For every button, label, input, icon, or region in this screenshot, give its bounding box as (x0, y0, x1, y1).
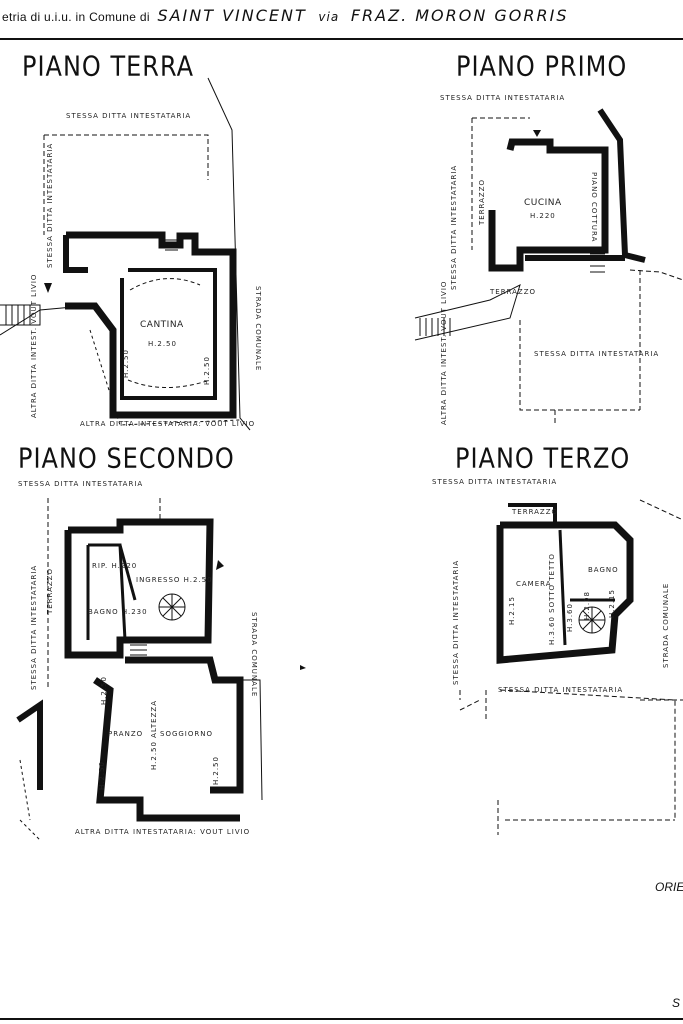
plan-title-primo: PIANO PRIMO (456, 50, 628, 83)
plan-title-terzo: PIANO TERZO (455, 442, 631, 475)
header-prefix: etria di u.i.u. in Comune di (2, 10, 150, 24)
terzo-bottom-label: STESSA DITTA INTESTATARIA (498, 686, 624, 694)
plan-title-secondo: PIANO SECONDO (18, 442, 235, 475)
terzo-top-label: STESSA DITTA INTESTATARIA (432, 478, 558, 486)
secondo-bagno-label: BAGNO H.230 (88, 608, 148, 616)
primo-height-label: H.220 (530, 212, 556, 220)
via-label: via (318, 10, 340, 24)
secondo-top-label: STESSA DITTA INTESTATARIA (18, 480, 144, 488)
document-header: etria di u.i.u. in Comune di SAINT VINCE… (0, 0, 683, 40)
terzo-h-right2: H.2.15 (608, 589, 616, 618)
secondo-ingresso-label: INGRESSO H.2.50 (136, 576, 213, 584)
terzo-h-mid1: H.3.60 SOTTO TETTO (548, 553, 556, 645)
secondo-rip-label: RIP. H.220 (92, 562, 138, 570)
terzo-left-label: STESSA DITTA INTESTATARIA (452, 559, 460, 685)
secondo-soggiorno-label: SOGGIORNO (160, 730, 213, 738)
terra-room-cantina: CANTINA (140, 320, 184, 330)
terzo-h-left: H.2.15 (508, 596, 516, 625)
terra-top-label: STESSA DITTA INTESTATARIA (66, 112, 192, 120)
secondo-pranzo-label: PRANZO (108, 730, 144, 738)
primo-terrace2-label: TERRAZZO (490, 288, 537, 296)
primo-room-cucina: CUCINA (524, 198, 562, 208)
terra-bottom-label: ALTRA DITTA INTESTATARIA: VOUT LIVIO (80, 420, 256, 428)
terzo-h-right1: H.2.08 (583, 591, 591, 620)
header-line: etria di u.i.u. in Comune di SAINT VINCE… (2, 6, 573, 25)
plan-title-terra: PIANO TERRA (22, 50, 195, 83)
scale-label: S (672, 996, 681, 1010)
terzo-terrace-label: TERRAZZO (512, 508, 559, 516)
terzo-road-label: STRADA COMUNALE (662, 582, 670, 668)
terra-height-label: H.2.50 (148, 340, 177, 348)
bottom-rule (0, 1018, 683, 1020)
address: FRAZ. MORON GORRIS (350, 6, 569, 25)
orientation-label: ORIE (655, 880, 683, 894)
primo-middle-label: STESSA DITTA INTESTATARIA (534, 350, 660, 358)
terzo-bagno-label: BAGNO (588, 566, 619, 574)
secondo-bottom-label: ALTRA DITTA INTESTATARIA: VOUT LIVIO (75, 828, 251, 836)
comune-name: SAINT VINCENT (157, 6, 307, 25)
terzo-h-mid2: H.3.60 (566, 603, 574, 632)
terzo-camera-label: CAMERA (516, 580, 552, 588)
primo-top-label: STESSA DITTA INTESTATARIA (440, 94, 566, 102)
